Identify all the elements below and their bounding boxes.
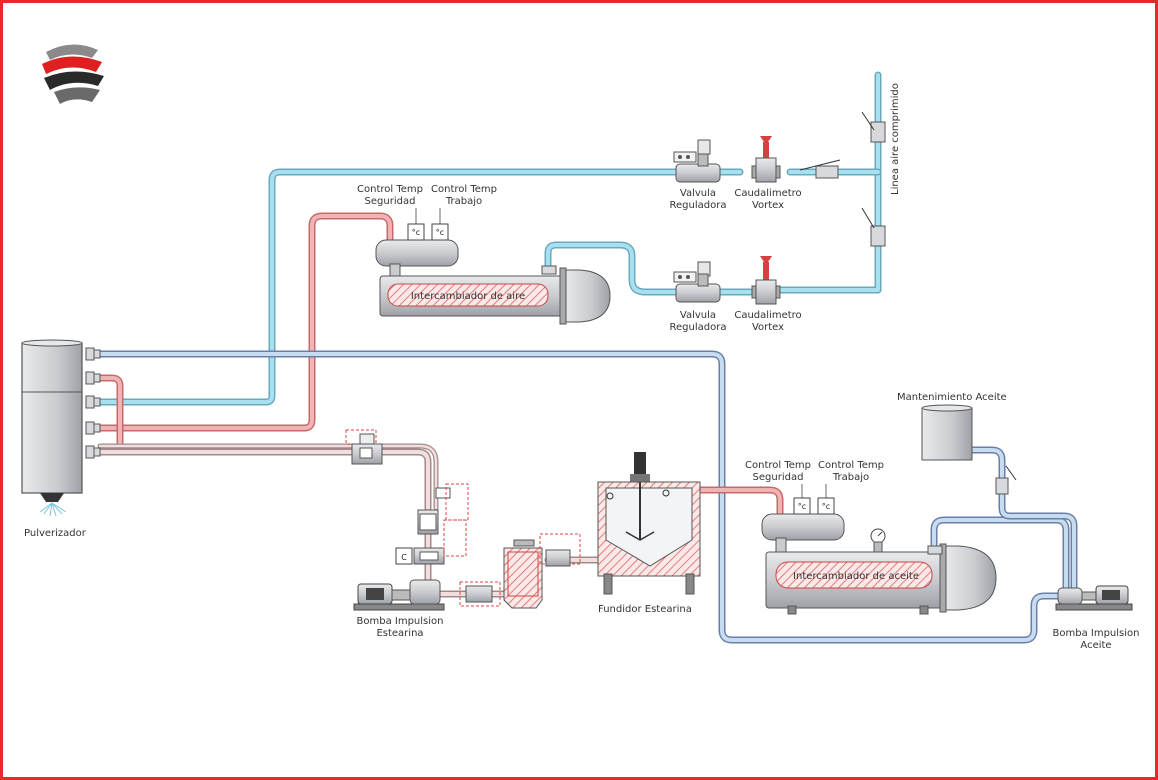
gauge-unit-1: °c	[412, 228, 420, 237]
caudalimetro-1-line2: Vortex	[752, 200, 784, 211]
hot-air-line	[96, 212, 394, 432]
linea-aire-label: Linea aire comprimido	[890, 83, 901, 195]
company-logo	[42, 44, 104, 104]
check-valve-icon	[799, 111, 886, 247]
valvula-2-line2: Reguladora	[670, 322, 727, 333]
return-line	[96, 350, 1066, 644]
valvula-reguladora-1	[673, 139, 721, 183]
intercambiador-aceite-label: Intercambiador de aceite	[793, 571, 919, 582]
pulverizador-tower	[21, 339, 101, 517]
fundidor-estearina	[597, 452, 701, 595]
caudalimetro-1-line1: Caudalimetro	[734, 188, 801, 199]
stearin-valve	[345, 429, 383, 465]
air-line-lower	[544, 241, 754, 296]
stearin-filter	[503, 539, 543, 609]
ctrl-trab-aire-line2: Trabajo	[445, 196, 482, 207]
ctrl-trab-aceite-line1: Control Temp	[818, 460, 884, 471]
caudalimetro-2-line2: Vortex	[752, 322, 784, 333]
spray-nozzle-icon	[39, 502, 67, 517]
ctrl-seg-aceite-line1: Control Temp	[745, 460, 811, 471]
valvula-2-line1: Valvula	[680, 310, 716, 321]
ctrl-seg-aire-line2: Seguridad	[365, 196, 416, 207]
ctrl-trab-aceite-line2: Trabajo	[832, 472, 869, 483]
intercambiador-aire	[375, 208, 611, 325]
caudalimetro-2-line1: Caudalimetro	[734, 310, 801, 321]
air-line-upper	[96, 168, 744, 406]
gauge-unit-2: °c	[436, 228, 444, 237]
pulverizador-label: Pulverizador	[24, 528, 87, 539]
caudalimetro-vortex-2	[751, 256, 781, 305]
bomba-estearina	[353, 579, 501, 611]
gauge-unit-3: °c	[798, 502, 806, 511]
intercambiador-aceite	[761, 484, 997, 615]
mantenimiento-label: Mantenimiento Aceite	[897, 392, 1007, 403]
caudalimetro-vortex-1	[751, 136, 781, 183]
oil-line	[930, 446, 1078, 594]
mantenimiento-aceite-tank	[921, 404, 1017, 495]
intercambiador-aire-label: Intercambiador de aire	[411, 291, 525, 302]
valvula-1-line1: Valvula	[680, 188, 716, 199]
controller-letter: C	[401, 553, 407, 562]
ctrl-seg-aire-line1: Control Temp	[357, 184, 423, 195]
bomba-aceite-line2: Aceite	[1080, 640, 1111, 651]
gauge-unit-4: °c	[822, 502, 830, 511]
ctrl-trab-aire-line1: Control Temp	[431, 184, 497, 195]
bomba-aceite-line1: Bomba Impulsion	[1053, 628, 1140, 639]
hot-oil-line	[696, 486, 784, 524]
fundidor-label: Fundidor Estearina	[598, 604, 692, 615]
air-supply-line	[776, 71, 882, 294]
valvula-reguladora-2	[673, 261, 721, 303]
stearin-inlet-valve	[539, 533, 581, 567]
bomba-estearina-line2: Estearina	[376, 628, 423, 639]
valvula-1-line2: Reguladora	[670, 200, 727, 211]
bomba-estearina-line1: Bomba Impulsion	[357, 616, 444, 627]
stearin-control-chain	[395, 483, 469, 565]
ctrl-seg-aceite-line2: Seguridad	[753, 472, 804, 483]
bomba-aceite	[1055, 585, 1133, 611]
